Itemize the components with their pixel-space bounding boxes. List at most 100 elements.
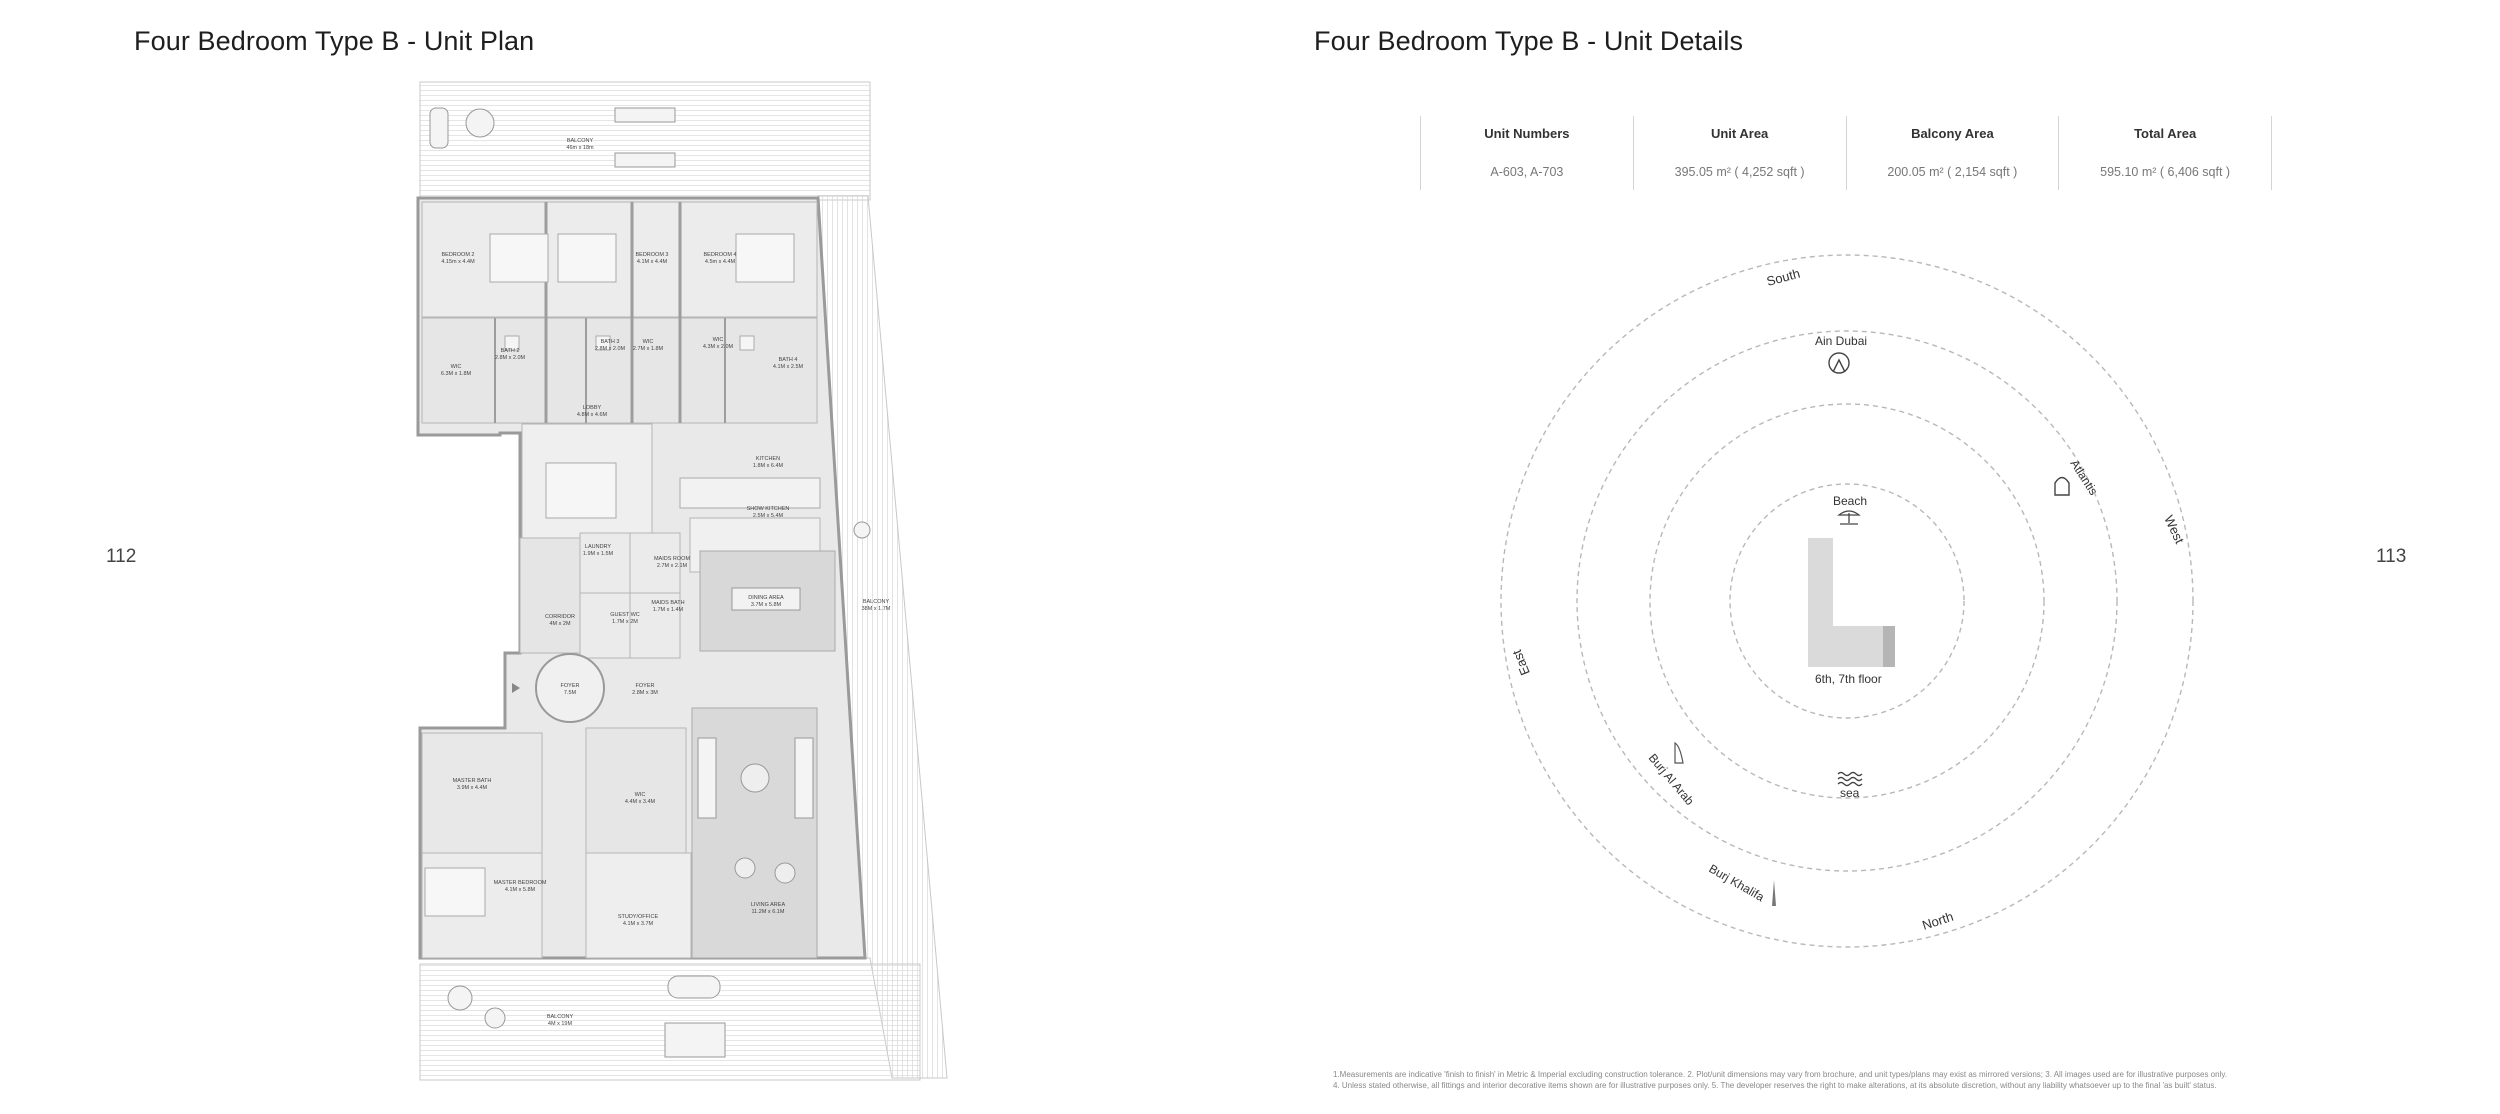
sea-waves-icon bbox=[1837, 771, 1863, 787]
room-dims-laundry: 1.9M x 1.5M bbox=[583, 551, 614, 557]
room-name-wic-mid: WIC bbox=[643, 339, 654, 345]
room-dims-wic-right: 4.3M x 2.0M bbox=[703, 344, 734, 350]
right-page-title: Four Bedroom Type B - Unit Details bbox=[1314, 26, 1744, 56]
room-name-guest-wc: GUEST WC bbox=[610, 612, 640, 618]
svg-text:BATH 44.1M x 2.5M: BATH 44.1M x 2.5M bbox=[773, 357, 804, 370]
stat-value: 200.05 m² ( 2,154 sqft ) bbox=[1887, 165, 2018, 179]
burj-khalifa-icon bbox=[1772, 880, 1776, 906]
stat-label: Balcony Area bbox=[1911, 126, 1994, 141]
landmark-burj-khalifa: Burj Khalifa bbox=[1707, 861, 1767, 904]
room-name-dining: DINING AREA bbox=[748, 595, 784, 601]
room-name-bath4: BATH 4 bbox=[779, 357, 798, 363]
room-name-maids-room: MAIDS ROOM bbox=[654, 556, 690, 562]
room-dims-foyer-round: 7.5M bbox=[564, 690, 577, 696]
stat-label: Total Area bbox=[2134, 126, 2197, 141]
svg-text:BEDROOM 44.5m x 4.4M: BEDROOM 44.5m x 4.4M bbox=[703, 252, 736, 265]
orientation-diagram: South West East North Ain Dubai Atlantis… bbox=[1500, 254, 2194, 948]
room-name-lobby: LOBBY bbox=[583, 405, 602, 411]
room-dims-wic-mid: 2.7M x 1.8M bbox=[633, 346, 664, 352]
room-name-maids-bath: MAIDS BATH bbox=[651, 600, 684, 606]
stat-value: 395.05 m² ( 4,252 sqft ) bbox=[1674, 165, 1805, 179]
room-name-balcony-top: BALCONY bbox=[567, 138, 594, 144]
footnote-line-1: 1.Measurements are indicative 'finish to… bbox=[1333, 1070, 2227, 1079]
building-core-icon bbox=[1883, 626, 1895, 667]
stat-label: Unit Area bbox=[1710, 126, 1769, 141]
room-dims-master-bedroom: 4.1M x 5.8M bbox=[505, 887, 536, 893]
landmark-burj-al-arab: Burj Al Arab bbox=[1646, 751, 1697, 808]
room-dims-maids-bath: 1.7M x 1.4M bbox=[653, 607, 684, 613]
stat-total-area: Total Area 595.10 m² ( 6,406 sqft ) bbox=[2058, 116, 2272, 190]
room-name-balcony-right: BALCONY bbox=[863, 599, 890, 605]
room-dims-balcony-top: 46m x 18m bbox=[566, 145, 594, 151]
stat-unit-area: Unit Area 395.05 m² ( 4,252 sqft ) bbox=[1632, 116, 1846, 190]
room-dims-living: 11.2M x 6.1M bbox=[752, 909, 785, 915]
room-name-living: LIVING AREA bbox=[751, 902, 786, 908]
balcony-top-deck bbox=[419, 81, 871, 201]
room-name-bedroom4: BEDROOM 4 bbox=[703, 252, 736, 258]
direction-east: East bbox=[1509, 647, 1533, 677]
room-dims-wic-left: 6.3M x 1.8M bbox=[441, 371, 472, 377]
room-dims-lobby: 4.8M x 4.6M bbox=[577, 412, 608, 418]
stat-value: A-603, A-703 bbox=[1490, 165, 1564, 179]
room-name-bath3: BATH 3 bbox=[601, 339, 620, 345]
room-dims-show-kitchen: 2.5M x 5.4M bbox=[753, 513, 784, 519]
orbit-ring-3 bbox=[1576, 330, 2118, 872]
room-dims-bedroom3: 4.1M x 4.4M bbox=[637, 259, 668, 265]
room-dims-master-bath: 3.9M x 4.4M bbox=[457, 785, 488, 791]
orbit-ring-inner bbox=[1729, 483, 1965, 719]
unit-stats-table: Unit Numbers A-603, A-703 Unit Area 395.… bbox=[1420, 116, 2272, 190]
stat-balcony-area: Balcony Area 200.05 m² ( 2,154 sqft ) bbox=[1845, 116, 2059, 190]
landmark-atlantis: Atlantis bbox=[2067, 457, 2100, 498]
room-dims-bath2: 2.8M x 2.0M bbox=[495, 355, 526, 361]
svg-text:BATH 32.8M x 2.0M: BATH 32.8M x 2.0M bbox=[595, 339, 626, 352]
stat-unit-numbers: Unit Numbers A-603, A-703 bbox=[1420, 116, 1633, 190]
room-name-foyer-round: FOYER bbox=[561, 683, 580, 689]
room-name-master-bedroom: MASTER BEDROOM bbox=[494, 880, 547, 886]
room-name-foyer: FOYER bbox=[636, 683, 655, 689]
room-dims-maids-room: 2.7M x 2.1M bbox=[657, 563, 688, 569]
room-name-bedroom2: BEDROOM 2 bbox=[441, 252, 474, 258]
room-dims-dining: 3.7M x 5.8M bbox=[751, 602, 782, 608]
room-name-laundry: LAUNDRY bbox=[585, 544, 612, 550]
room-name-bath2: BATH 2 bbox=[501, 348, 520, 354]
atlantis-icon bbox=[2054, 476, 2070, 496]
room-dims-bath3: 2.8M x 2.0M bbox=[595, 346, 626, 352]
right-page-number: 113 bbox=[2376, 546, 2407, 567]
svg-text:GUEST WC1.7M x 2M: GUEST WC1.7M x 2M bbox=[610, 612, 640, 625]
room-name-corridor: CORRIDOR bbox=[545, 614, 575, 620]
burj-al-arab-icon bbox=[1674, 741, 1684, 764]
room-dims-master-wic: 4.4M x 3.4M bbox=[625, 799, 656, 805]
direction-south: South bbox=[1765, 266, 1802, 289]
landmark-ain-dubai: Ain Dubai bbox=[1815, 334, 1867, 348]
left-page-number: 112 bbox=[106, 546, 137, 567]
room-dims-balcony-right: 38M x 1.7M bbox=[862, 606, 891, 612]
footnote-line-2: 4. Unless stated otherwise, all fittings… bbox=[1333, 1081, 2217, 1090]
left-page-title: Four Bedroom Type B - Unit Plan bbox=[134, 26, 535, 56]
svg-text:BEDROOM 34.1M x 4.4M: BEDROOM 34.1M x 4.4M bbox=[635, 252, 668, 265]
building-footprint-icon bbox=[1808, 538, 1895, 667]
stat-label: Unit Numbers bbox=[1484, 126, 1570, 141]
floor-label: 6th, 7th floor bbox=[1815, 672, 1882, 686]
room-name-kitchen: KITCHEN bbox=[756, 456, 780, 462]
stat-value: 595.10 m² ( 6,406 sqft ) bbox=[2100, 165, 2231, 179]
orbit-ring-outer bbox=[1500, 254, 2194, 948]
landmark-sea: sea bbox=[1840, 786, 1860, 800]
room-name-study: STUDY/OFFICE bbox=[618, 914, 659, 920]
room-dims-foyer: 2.8M x 3M bbox=[632, 690, 658, 696]
room-dims-kitchen: 1.8M x 6.4M bbox=[753, 463, 784, 469]
